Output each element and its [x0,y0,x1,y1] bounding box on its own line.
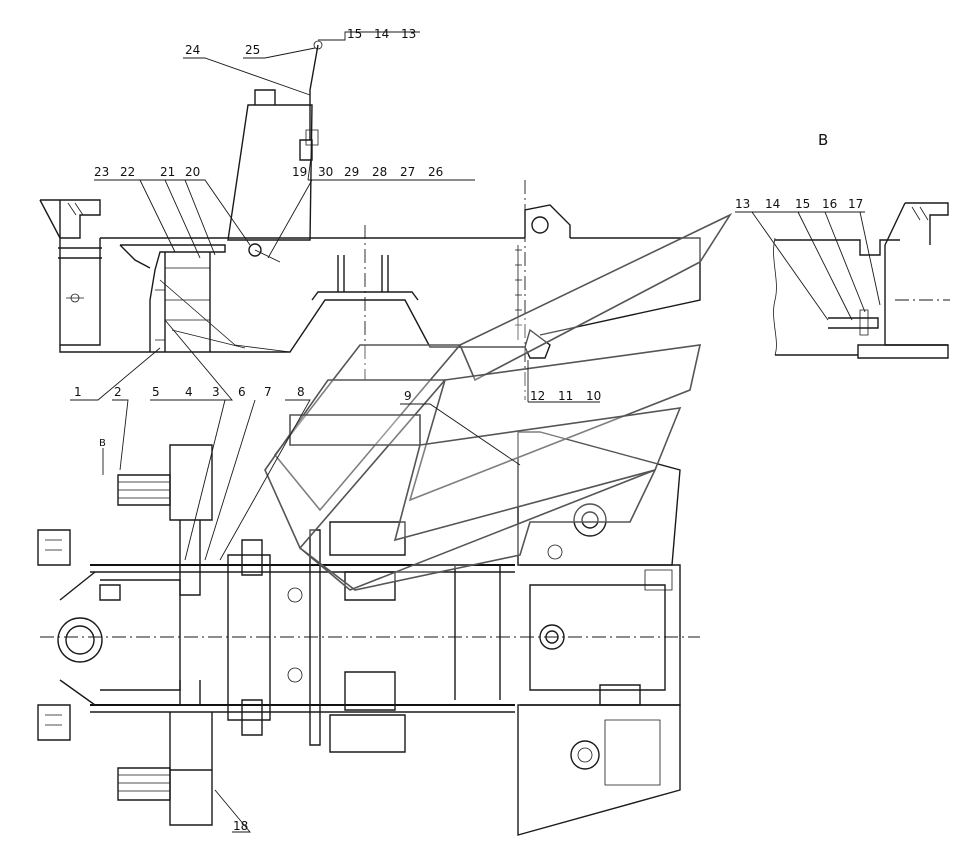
callout-21: 21 [160,165,175,179]
callout-22: 22 [120,165,135,179]
side-view [39,40,701,400]
callout-28: 28 [372,165,387,179]
callout-4: 4 [185,385,193,399]
callout-14: 14 [374,27,389,41]
callout-11: 11 [558,389,573,403]
callout-12: 12 [530,389,545,403]
callout-19: 19 [292,165,307,179]
callout-2: 2 [114,385,122,399]
callout-8: 8 [297,385,305,399]
detail-callout-13: 13 [735,197,750,211]
callout-5: 5 [152,385,160,399]
detail-callout-14: 14 [765,197,780,211]
callout-24: 24 [185,43,200,57]
callout-labels: 24 25 15 14 13 23 22 21 20 19 30 29 28 2… [74,27,863,833]
callout-23: 23 [94,165,109,179]
detail-callout-15: 15 [795,197,810,211]
detail-callout-17: 17 [848,197,863,211]
callout-15: 15 [347,27,362,41]
section-arrow-label-b: B [99,438,106,449]
callout-18: 18 [233,819,248,833]
view-label-b: B [818,131,828,149]
callout-3: 3 [212,385,220,399]
callout-1: 1 [74,385,82,399]
callout-leaders [70,31,881,833]
detail-callout-16: 16 [822,197,837,211]
callout-20: 20 [185,165,200,179]
callout-27: 27 [400,165,415,179]
callout-26: 26 [428,165,443,179]
callout-29: 29 [344,165,359,179]
callout-9: 9 [404,389,412,403]
callout-30: 30 [318,165,333,179]
plan-view [37,431,700,836]
callout-13: 13 [401,27,416,41]
callout-10: 10 [586,389,601,403]
callout-25: 25 [245,43,260,57]
callout-6: 6 [238,385,246,399]
detail-view-b [773,202,950,359]
callout-7: 7 [264,385,272,399]
watermark-logo [264,213,733,591]
